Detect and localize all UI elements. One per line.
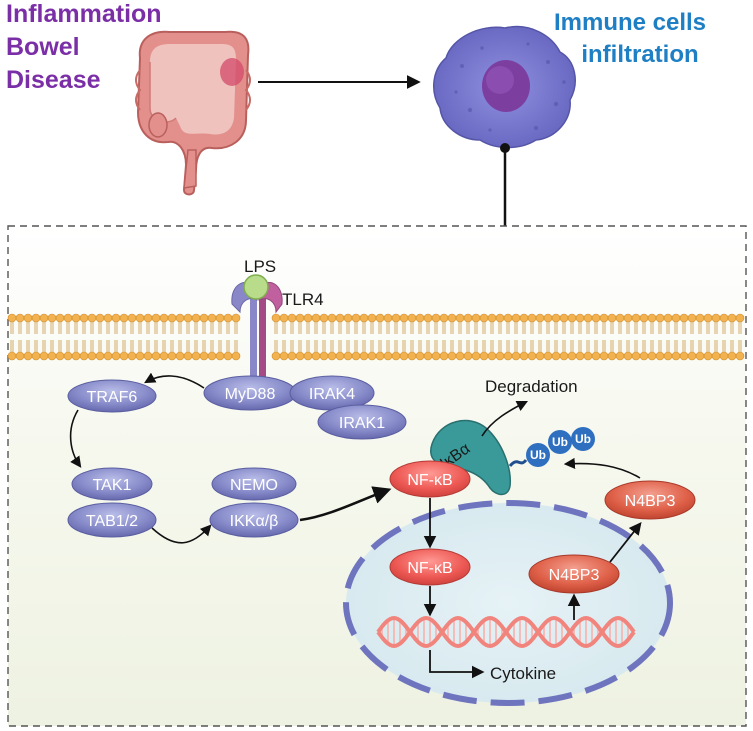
nfkb-nucleus-label: NF-κB [407,560,452,577]
protein-nemo: NEMO [211,467,297,501]
ub-linker [508,458,528,468]
tlr4-receptor [231,274,283,382]
protein-ikk: IKKα/β [209,502,299,538]
tak1-label: TAK1 [93,477,132,494]
nemo-label: NEMO [230,477,278,494]
protein-traf6: TRAF6 [67,379,157,413]
ub-2-label: Ub [552,435,568,449]
ibd-title-line-3: Disease [6,66,101,94]
protein-n4bp3-nucleus: N4BP3 [528,554,620,594]
immune-title-line-1: Immune cells [554,9,706,36]
ub-3-label: Ub [575,432,591,446]
tlr4-label: TLR4 [282,290,324,309]
immune-title: Immune cells infiltration [554,9,706,68]
arrow-ikk-to-nfkb [299,486,392,522]
ub-1-label: Ub [530,448,546,462]
degradation-label: Degradation [485,377,578,396]
colon-illustration [135,30,251,196]
lps-label: LPS [244,257,276,276]
protein-tak1: TAK1 [71,467,153,501]
ibd-title-line-2: Bowel [6,33,80,61]
n4bp3-nucleus-label: N4BP3 [549,567,600,584]
ubiquitin-1: Ub [526,443,550,467]
arrow-ikba-degradation [481,400,529,437]
arrow-myd88-to-traf6 [144,372,205,389]
ikk-label: IKKα/β [230,513,279,530]
ubiquitin-3: Ub [571,427,595,451]
tab12-label: TAB1/2 [86,513,138,530]
traf6-label: TRAF6 [87,389,138,406]
protein-myd88: MyD88 [203,375,297,411]
protein-irak1: IRAK1 [317,404,407,440]
ibd-title: Inflammation Bowel Disease [6,0,162,94]
arrow-to-cytokine [429,650,485,679]
arrow-n4bp3-to-ub [563,457,641,479]
dna-helix [376,615,636,649]
nfkb-cytoplasm-label: NF-κB [407,472,452,489]
cell-membrane [7,313,745,361]
arrow-tab12-to-ikk [151,524,212,544]
cytokine-label: Cytokine [490,664,556,683]
ubiquitin-2: Ub [548,430,572,454]
arrow-n4bp3-export [609,522,642,563]
n4bp3-cytoplasm-label: N4BP3 [625,493,676,510]
irak4-label: IRAK4 [309,386,355,403]
immune-cell-icon [433,25,576,149]
ibd-title-line-1: Inflammation [6,0,162,28]
lps-molecule [243,274,269,300]
arrow-traf6-to-tak1 [69,409,82,468]
protein-tab12: TAB1/2 [67,502,157,538]
protein-nfkb-cytoplasm: NF-κB [389,460,471,498]
irak1-label: IRAK1 [339,415,385,432]
protein-nfkb-nucleus: NF-κB [389,548,471,586]
immune-title-line-2: infiltration [581,41,698,68]
protein-irak4: IRAK4 [289,375,375,411]
protein-n4bp3-cytoplasm: N4BP3 [604,480,696,520]
myd88-label: MyD88 [225,386,276,403]
